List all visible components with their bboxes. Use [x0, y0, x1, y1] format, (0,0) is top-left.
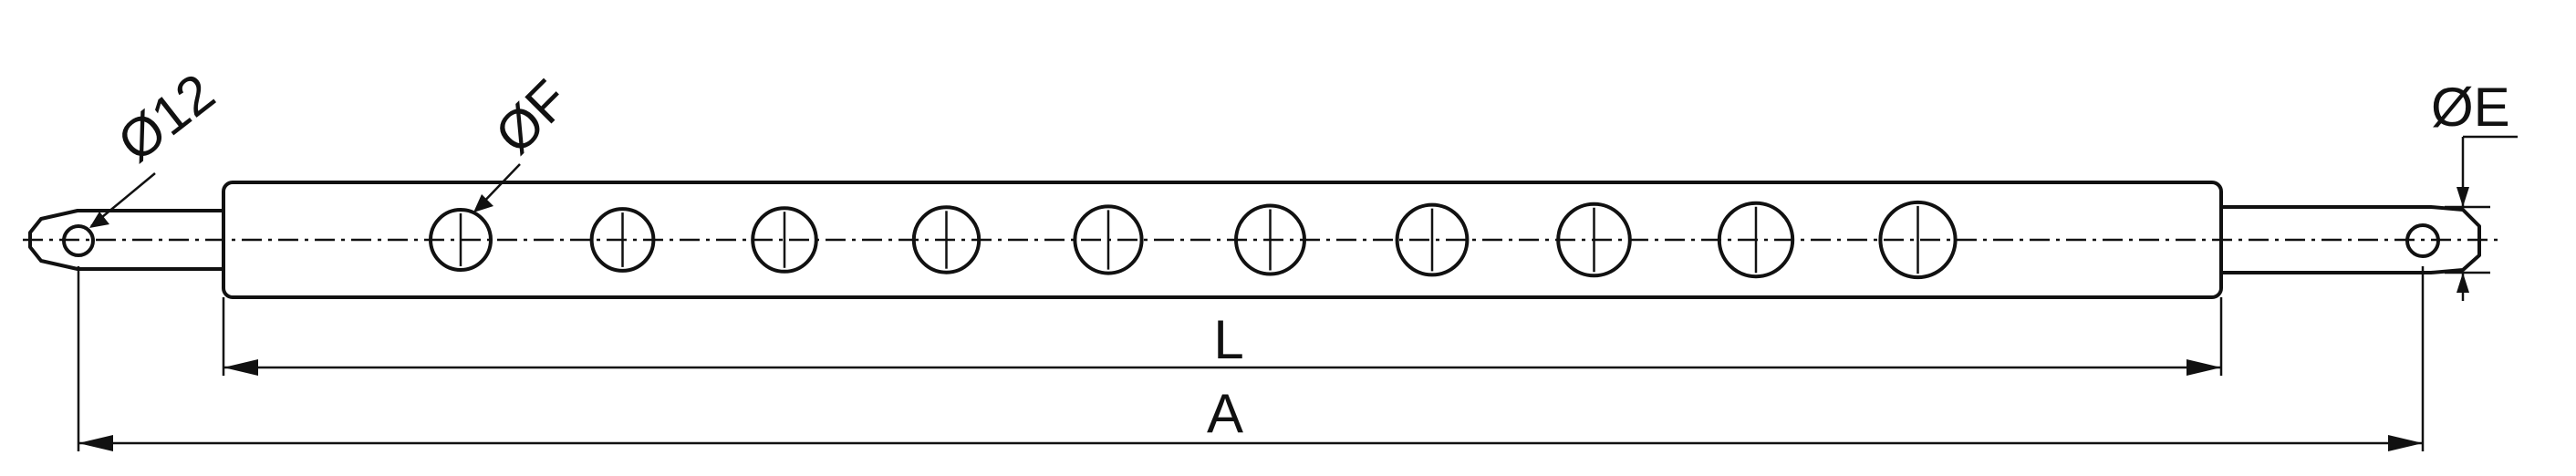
holes-row [429, 200, 1958, 280]
hole-4 [911, 205, 982, 274]
hole-7 [1395, 202, 1470, 277]
arrowhead-end-diameter-bottom [2457, 273, 2469, 293]
hole-1 [429, 208, 493, 272]
label-end-diameter: ØE [2431, 77, 2510, 138]
hole-7-outline [1395, 202, 1470, 277]
hole-9 [1717, 201, 1795, 279]
left-end-eye [28, 209, 225, 271]
hole-10 [1878, 200, 1958, 280]
hole-9-outline [1717, 201, 1795, 279]
arrowhead-end-diameter-top [2457, 187, 2469, 207]
hole-5-outline [1073, 204, 1144, 275]
hole-6 [1234, 203, 1306, 276]
hole-4-outline [911, 205, 982, 274]
left-pin-bore [62, 224, 95, 257]
hole-8-outline [1556, 202, 1632, 278]
right-end-eye [2219, 205, 2481, 274]
arrowhead-hole-diameter [473, 194, 493, 212]
arrowhead-a-left [78, 435, 113, 451]
hole-8 [1556, 202, 1632, 278]
label-hole-diameter: ØF [483, 68, 580, 165]
arrowhead-pin-bore [89, 212, 109, 228]
hole-3-outline [751, 206, 818, 274]
label-pin-bore: Ø12 [107, 62, 226, 174]
hole-3 [751, 206, 818, 274]
main-tube [222, 181, 2223, 299]
hole-1-outline [429, 208, 493, 272]
arrowhead-a-right [2388, 435, 2423, 451]
hole-10-outline [1878, 200, 1958, 280]
hole-2-outline [589, 207, 656, 273]
label-tube-length: L [1213, 309, 1243, 370]
hole-6-outline [1234, 203, 1306, 276]
arrowhead-l-left [223, 359, 258, 376]
label-overall-length: A [1207, 383, 1243, 444]
hole-2 [589, 207, 656, 273]
right-pin-bore [2405, 223, 2440, 258]
hole-5 [1073, 204, 1144, 275]
arrowhead-l-right [2186, 359, 2221, 376]
